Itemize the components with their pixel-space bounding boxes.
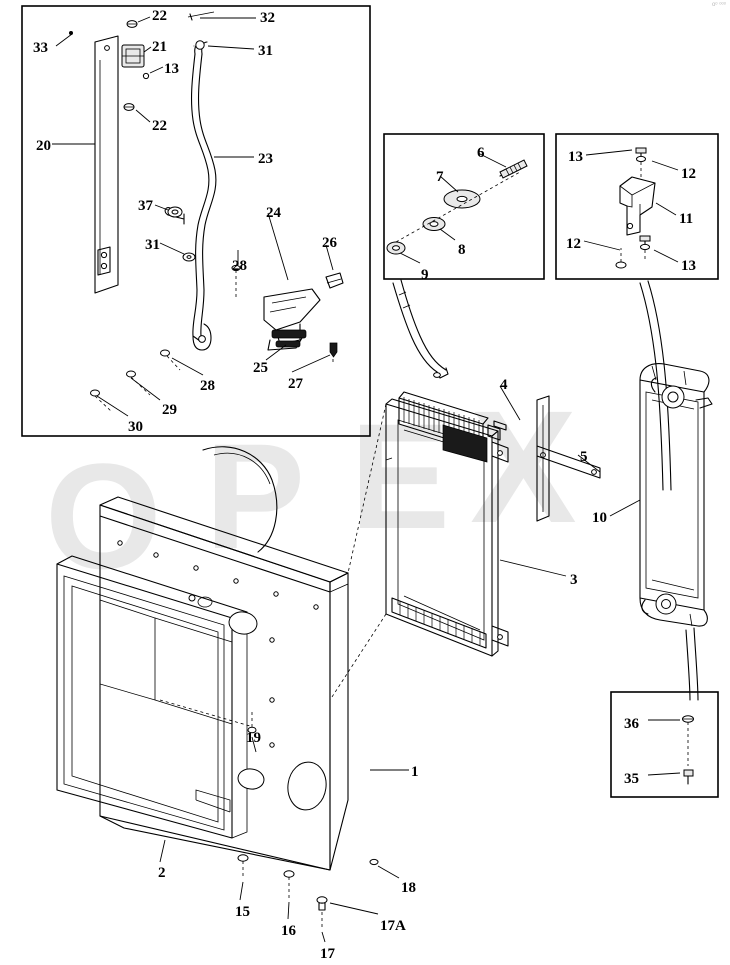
callout-12-lower: 12 (566, 236, 581, 252)
callout-10: 10 (592, 510, 607, 526)
callout-18: 18 (401, 880, 416, 896)
callout-22-lower: 22 (152, 118, 167, 134)
callout-24: 24 (266, 205, 281, 221)
callout-25: 25 (253, 360, 268, 376)
callout-2: 2 (158, 865, 166, 881)
callout-28-upper: 28 (232, 258, 247, 274)
callout-7: 7 (436, 169, 444, 185)
callout-3: 3 (570, 572, 578, 588)
callout-17: 17 (320, 946, 335, 962)
callout-4: 4 (500, 377, 508, 393)
callout-6: 6 (477, 145, 485, 161)
callout-31-mid: 31 (145, 237, 160, 253)
callout-9: 9 (421, 267, 429, 283)
callout-27: 27 (288, 376, 303, 392)
callout-29: 29 (162, 402, 177, 418)
callout-13-left: 13 (164, 61, 179, 77)
callout-13-right-top: 13 (568, 149, 583, 165)
callout-37: 37 (138, 198, 153, 214)
callout-11: 11 (679, 211, 694, 227)
callout-36: 36 (624, 716, 639, 732)
callout-21: 21 (152, 39, 167, 55)
callout-26: 26 (322, 235, 337, 251)
callout-17A: 17A (380, 918, 406, 934)
callout-13-right-bottom: 13 (681, 258, 696, 274)
callout-20: 20 (36, 138, 51, 154)
callout-8: 8 (458, 242, 466, 258)
callout-1: 1 (411, 764, 419, 780)
callout-32: 32 (260, 10, 275, 26)
callout-23: 23 (258, 151, 273, 167)
callout-33: 33 (33, 40, 48, 56)
callout-5: 5 (580, 449, 588, 465)
callout-31-top: 31 (258, 43, 273, 59)
callout-16: 16 (281, 923, 296, 939)
callout-19: 19 (246, 730, 261, 746)
callout-30: 30 (128, 419, 143, 435)
callout-35: 35 (624, 771, 639, 787)
callout-12-top: 12 (681, 166, 696, 182)
callout-22-top: 22 (152, 8, 167, 24)
callout-15: 15 (235, 904, 250, 920)
callout-28-lower: 28 (200, 378, 215, 394)
corner-mark: oᵒ ᵒᵒᵒ (711, 2, 726, 8)
